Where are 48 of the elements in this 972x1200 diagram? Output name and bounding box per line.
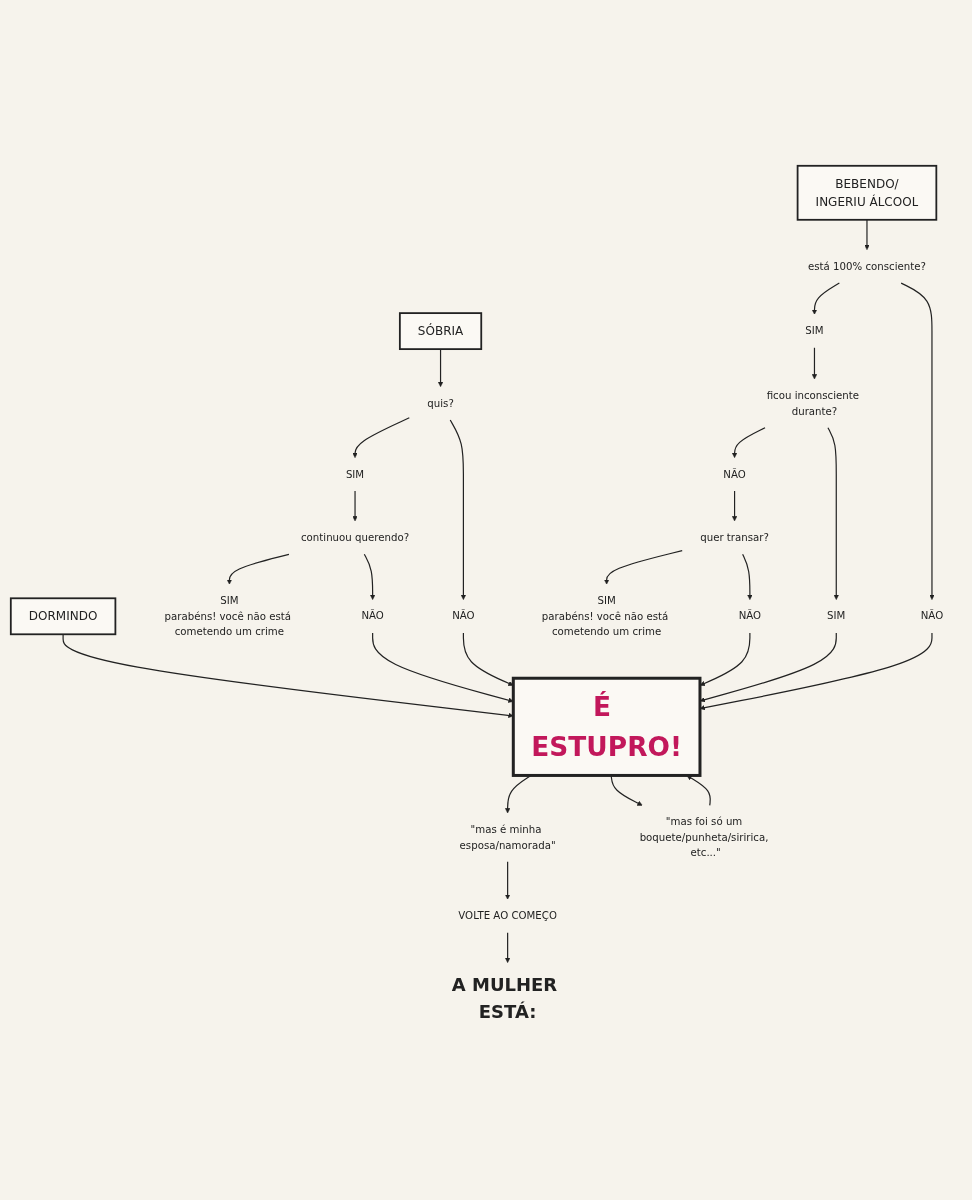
node-text: NÃO xyxy=(723,467,746,480)
arrow xyxy=(437,348,444,387)
arrow xyxy=(604,549,683,585)
node-text: VOLTE AO COMEÇO xyxy=(458,909,557,922)
arrow xyxy=(449,419,467,600)
node-box: BEBENDO/ INGERIU ÁLCOOL xyxy=(796,164,938,221)
arrow xyxy=(505,860,511,900)
arrow xyxy=(62,633,514,718)
node-text: SIM xyxy=(827,609,846,622)
node-text: "mas foi só um boquete/punheta/siririca, etc..." xyxy=(639,815,769,859)
node-box: SÓBRIA xyxy=(398,312,483,350)
arrow xyxy=(811,346,818,380)
node-text: NÃO xyxy=(452,609,475,622)
arrow xyxy=(864,218,870,250)
node-text: NÃO xyxy=(738,609,762,622)
node-text: SIM xyxy=(805,324,824,337)
arrow xyxy=(363,553,376,600)
arrow xyxy=(900,282,935,600)
arrow xyxy=(505,931,511,963)
node-label: parabéns! você não está cometendo um crime xyxy=(164,609,292,637)
arrow xyxy=(731,426,766,458)
arrow xyxy=(226,553,290,585)
node-text: ficou inconsciente durante? xyxy=(766,389,860,417)
arrow xyxy=(699,632,751,686)
arrow xyxy=(827,426,839,600)
arrow xyxy=(352,490,358,522)
node-text: A MULHER ESTÁ: xyxy=(451,974,558,1023)
arrow xyxy=(462,632,514,686)
node-text: quis? xyxy=(427,396,454,409)
node-text: NÃO xyxy=(361,609,384,622)
node-text: SIM xyxy=(220,594,239,607)
node-text: SIM xyxy=(597,594,616,607)
arrow xyxy=(731,490,738,522)
node-text: quer transar? xyxy=(700,530,769,543)
arrow xyxy=(699,632,933,711)
arrow xyxy=(699,632,837,703)
node-text: continuou querendo? xyxy=(300,530,410,543)
node-text: está 100% consciente? xyxy=(807,259,926,272)
node-label: parabéns! você não está cometendo um crime xyxy=(541,609,669,637)
node-text: "mas é minha esposa/namorada" xyxy=(459,823,556,851)
node-text: NÃO xyxy=(920,609,944,622)
node-box: É ESTUPRO! xyxy=(511,676,702,777)
node-text: SIM xyxy=(345,467,365,480)
arrow xyxy=(352,416,410,458)
arrow xyxy=(811,282,840,315)
arrow xyxy=(742,553,753,600)
node-box: DORMINDO xyxy=(9,597,117,635)
arrow xyxy=(372,632,514,703)
